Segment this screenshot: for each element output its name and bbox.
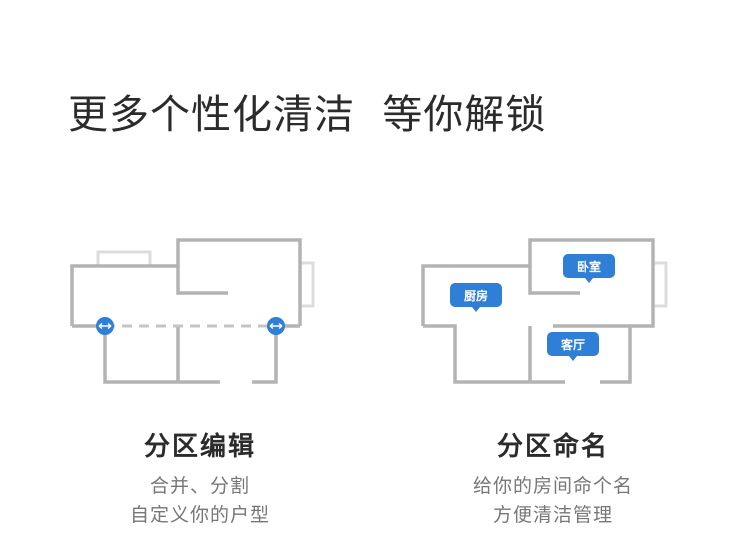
room-tag-bedroom-label: 卧室 (577, 259, 601, 274)
resize-arrows-icon (98, 322, 112, 330)
split-handle-left[interactable] (96, 317, 114, 335)
floorplan-walls (421, 238, 655, 384)
headline: 更多个性化清洁 等你解锁 (68, 92, 547, 138)
description-line: 自定义你的户型 (129, 504, 270, 526)
feature-title-partition-edit: 分区编辑 (143, 432, 256, 462)
window-outline (300, 261, 315, 308)
room-tag-bedroom[interactable]: 卧室 (563, 254, 615, 283)
feature-description-partition-edit: 合并、分割 自定义你的户型 (50, 472, 350, 530)
resize-arrows-icon (269, 322, 283, 330)
room-tag-kitchen[interactable]: 厨房 (450, 283, 502, 312)
description-line: 合并、分割 (149, 475, 250, 497)
room-tag-living-room-label: 客厅 (560, 337, 585, 352)
description-line: 方便清洁管理 (492, 504, 613, 526)
description-line: 给你的房间命个名 (472, 475, 633, 497)
split-handle-right[interactable] (267, 317, 285, 335)
feature-description-room-naming: 给你的房间命个名 方便清洁管理 (403, 472, 703, 530)
feature-title-room-naming: 分区命名 (496, 432, 609, 462)
window-outline (653, 261, 668, 308)
balcony-outline (96, 250, 152, 266)
partition-edit-floorplan (70, 238, 315, 384)
room-tag-kitchen-label: 厨房 (464, 288, 488, 303)
room-tag-living-room[interactable]: 客厅 (547, 332, 599, 361)
room-naming-floorplan: 厨房 卧室 客厅 (421, 238, 668, 384)
floorplan-walls (70, 238, 302, 384)
